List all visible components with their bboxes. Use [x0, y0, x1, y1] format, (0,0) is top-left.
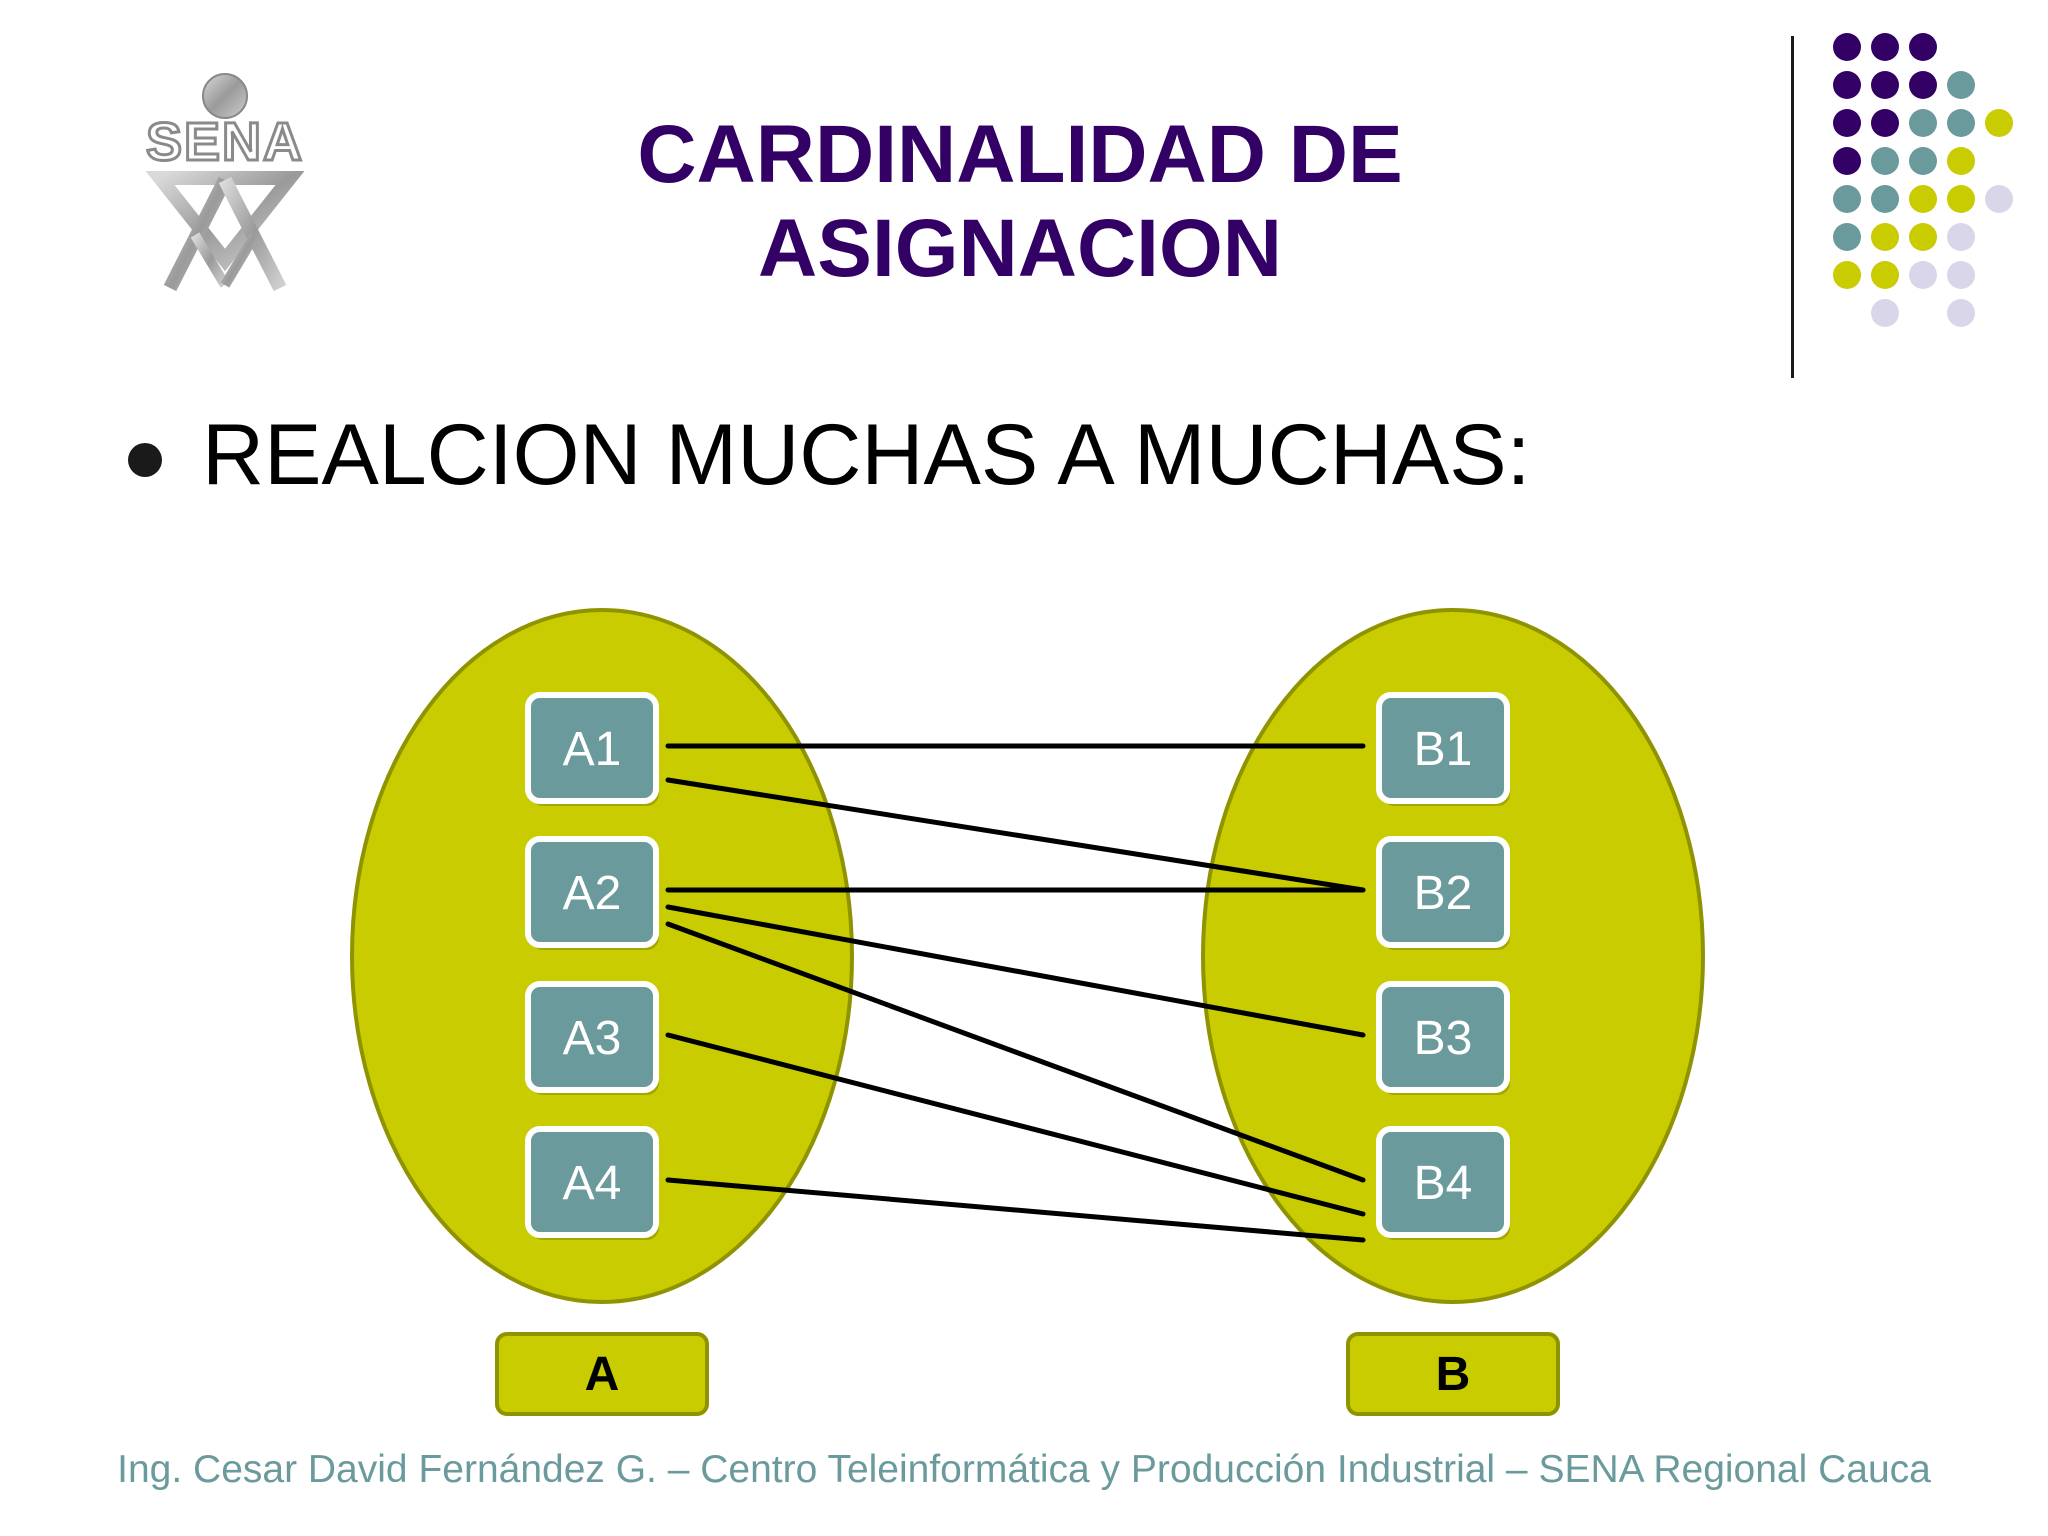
decorative-dot — [1833, 185, 1861, 213]
node-a1-label: A1 — [563, 723, 622, 776]
decorative-dot — [1871, 33, 1899, 61]
node-b3-label: B3 — [1414, 1012, 1473, 1065]
decorative-dot — [1947, 223, 1975, 251]
decorative-dot — [1909, 261, 1937, 289]
node-b3: B3 — [1376, 981, 1510, 1095]
page-title: CARDINALIDAD DE ASIGNACION — [520, 108, 1520, 296]
node-b2: B2 — [1376, 836, 1510, 950]
relation-line-a2-b3 — [665, 904, 1366, 1038]
node-a4-label: A4 — [563, 1157, 622, 1210]
node-b4: B4 — [1376, 1126, 1510, 1240]
decorative-dot — [1947, 147, 1975, 175]
decorative-dot — [1871, 109, 1899, 137]
node-b2-label: B2 — [1414, 867, 1473, 920]
decorative-dot — [1871, 299, 1899, 327]
set-a-label-text: A — [585, 1348, 620, 1401]
decorative-dot — [1985, 185, 2013, 213]
set-b-label: B — [1346, 1332, 1560, 1416]
node-a4: A4 — [525, 1126, 659, 1240]
title-line-2: ASIGNACION — [758, 203, 1282, 294]
relation-line-a4-b4 — [665, 1177, 1366, 1243]
decorative-dot — [1871, 147, 1899, 175]
decorative-dot-grid — [1833, 33, 2013, 327]
node-a2: A2 — [525, 836, 659, 950]
decorative-dot — [1833, 109, 1861, 137]
decorative-dot — [1833, 223, 1861, 251]
decorative-dot — [1833, 147, 1861, 175]
decorative-dot — [1947, 261, 1975, 289]
set-a-label: A — [495, 1332, 709, 1416]
decorative-dot — [1871, 71, 1899, 99]
decorative-divider — [1791, 36, 1794, 378]
node-a1: A1 — [525, 692, 659, 806]
relation-line-a3-b4 — [665, 1032, 1366, 1217]
decorative-dot — [1871, 261, 1899, 289]
set-b-ellipse — [1201, 608, 1705, 1304]
node-b1: B1 — [1376, 692, 1510, 806]
node-b4-label: B4 — [1414, 1157, 1473, 1210]
footer-credit: Ing. Cesar David Fernández G. – Centro T… — [117, 1448, 1931, 1491]
decorative-dot — [1909, 185, 1937, 213]
title-line-1: CARDINALIDAD DE — [637, 109, 1403, 200]
relation-line-a2-b4 — [665, 921, 1366, 1183]
sena-logo: SENA — [144, 73, 305, 292]
decorative-dot — [1909, 33, 1937, 61]
decorative-dot — [1871, 223, 1899, 251]
bullet-icon — [128, 443, 162, 477]
relation-line-a1-b2 — [665, 777, 1366, 893]
decorative-dot — [1833, 261, 1861, 289]
decorative-dot — [1909, 109, 1937, 137]
decorative-dot — [1947, 71, 1975, 99]
set-a-ellipse — [350, 608, 854, 1304]
decorative-dot — [1947, 109, 1975, 137]
set-b-label-text: B — [1436, 1348, 1471, 1401]
logo-wordmark: SENA — [146, 112, 304, 172]
node-a3: A3 — [525, 981, 659, 1095]
bullet-text: REALCION MUCHAS A MUCHAS: — [202, 407, 1531, 503]
decorative-dot — [1947, 299, 1975, 327]
decorative-dot — [1909, 71, 1937, 99]
decorative-dot — [1871, 185, 1899, 213]
node-a3-label: A3 — [563, 1012, 622, 1065]
decorative-dot — [1833, 33, 1861, 61]
decorative-dot — [1985, 109, 2013, 137]
node-b1-label: B1 — [1414, 723, 1473, 776]
node-a2-label: A2 — [563, 867, 622, 920]
decorative-dot — [1909, 147, 1937, 175]
decorative-dot — [1909, 223, 1937, 251]
decorative-dot — [1833, 71, 1861, 99]
decorative-dot — [1947, 185, 1975, 213]
